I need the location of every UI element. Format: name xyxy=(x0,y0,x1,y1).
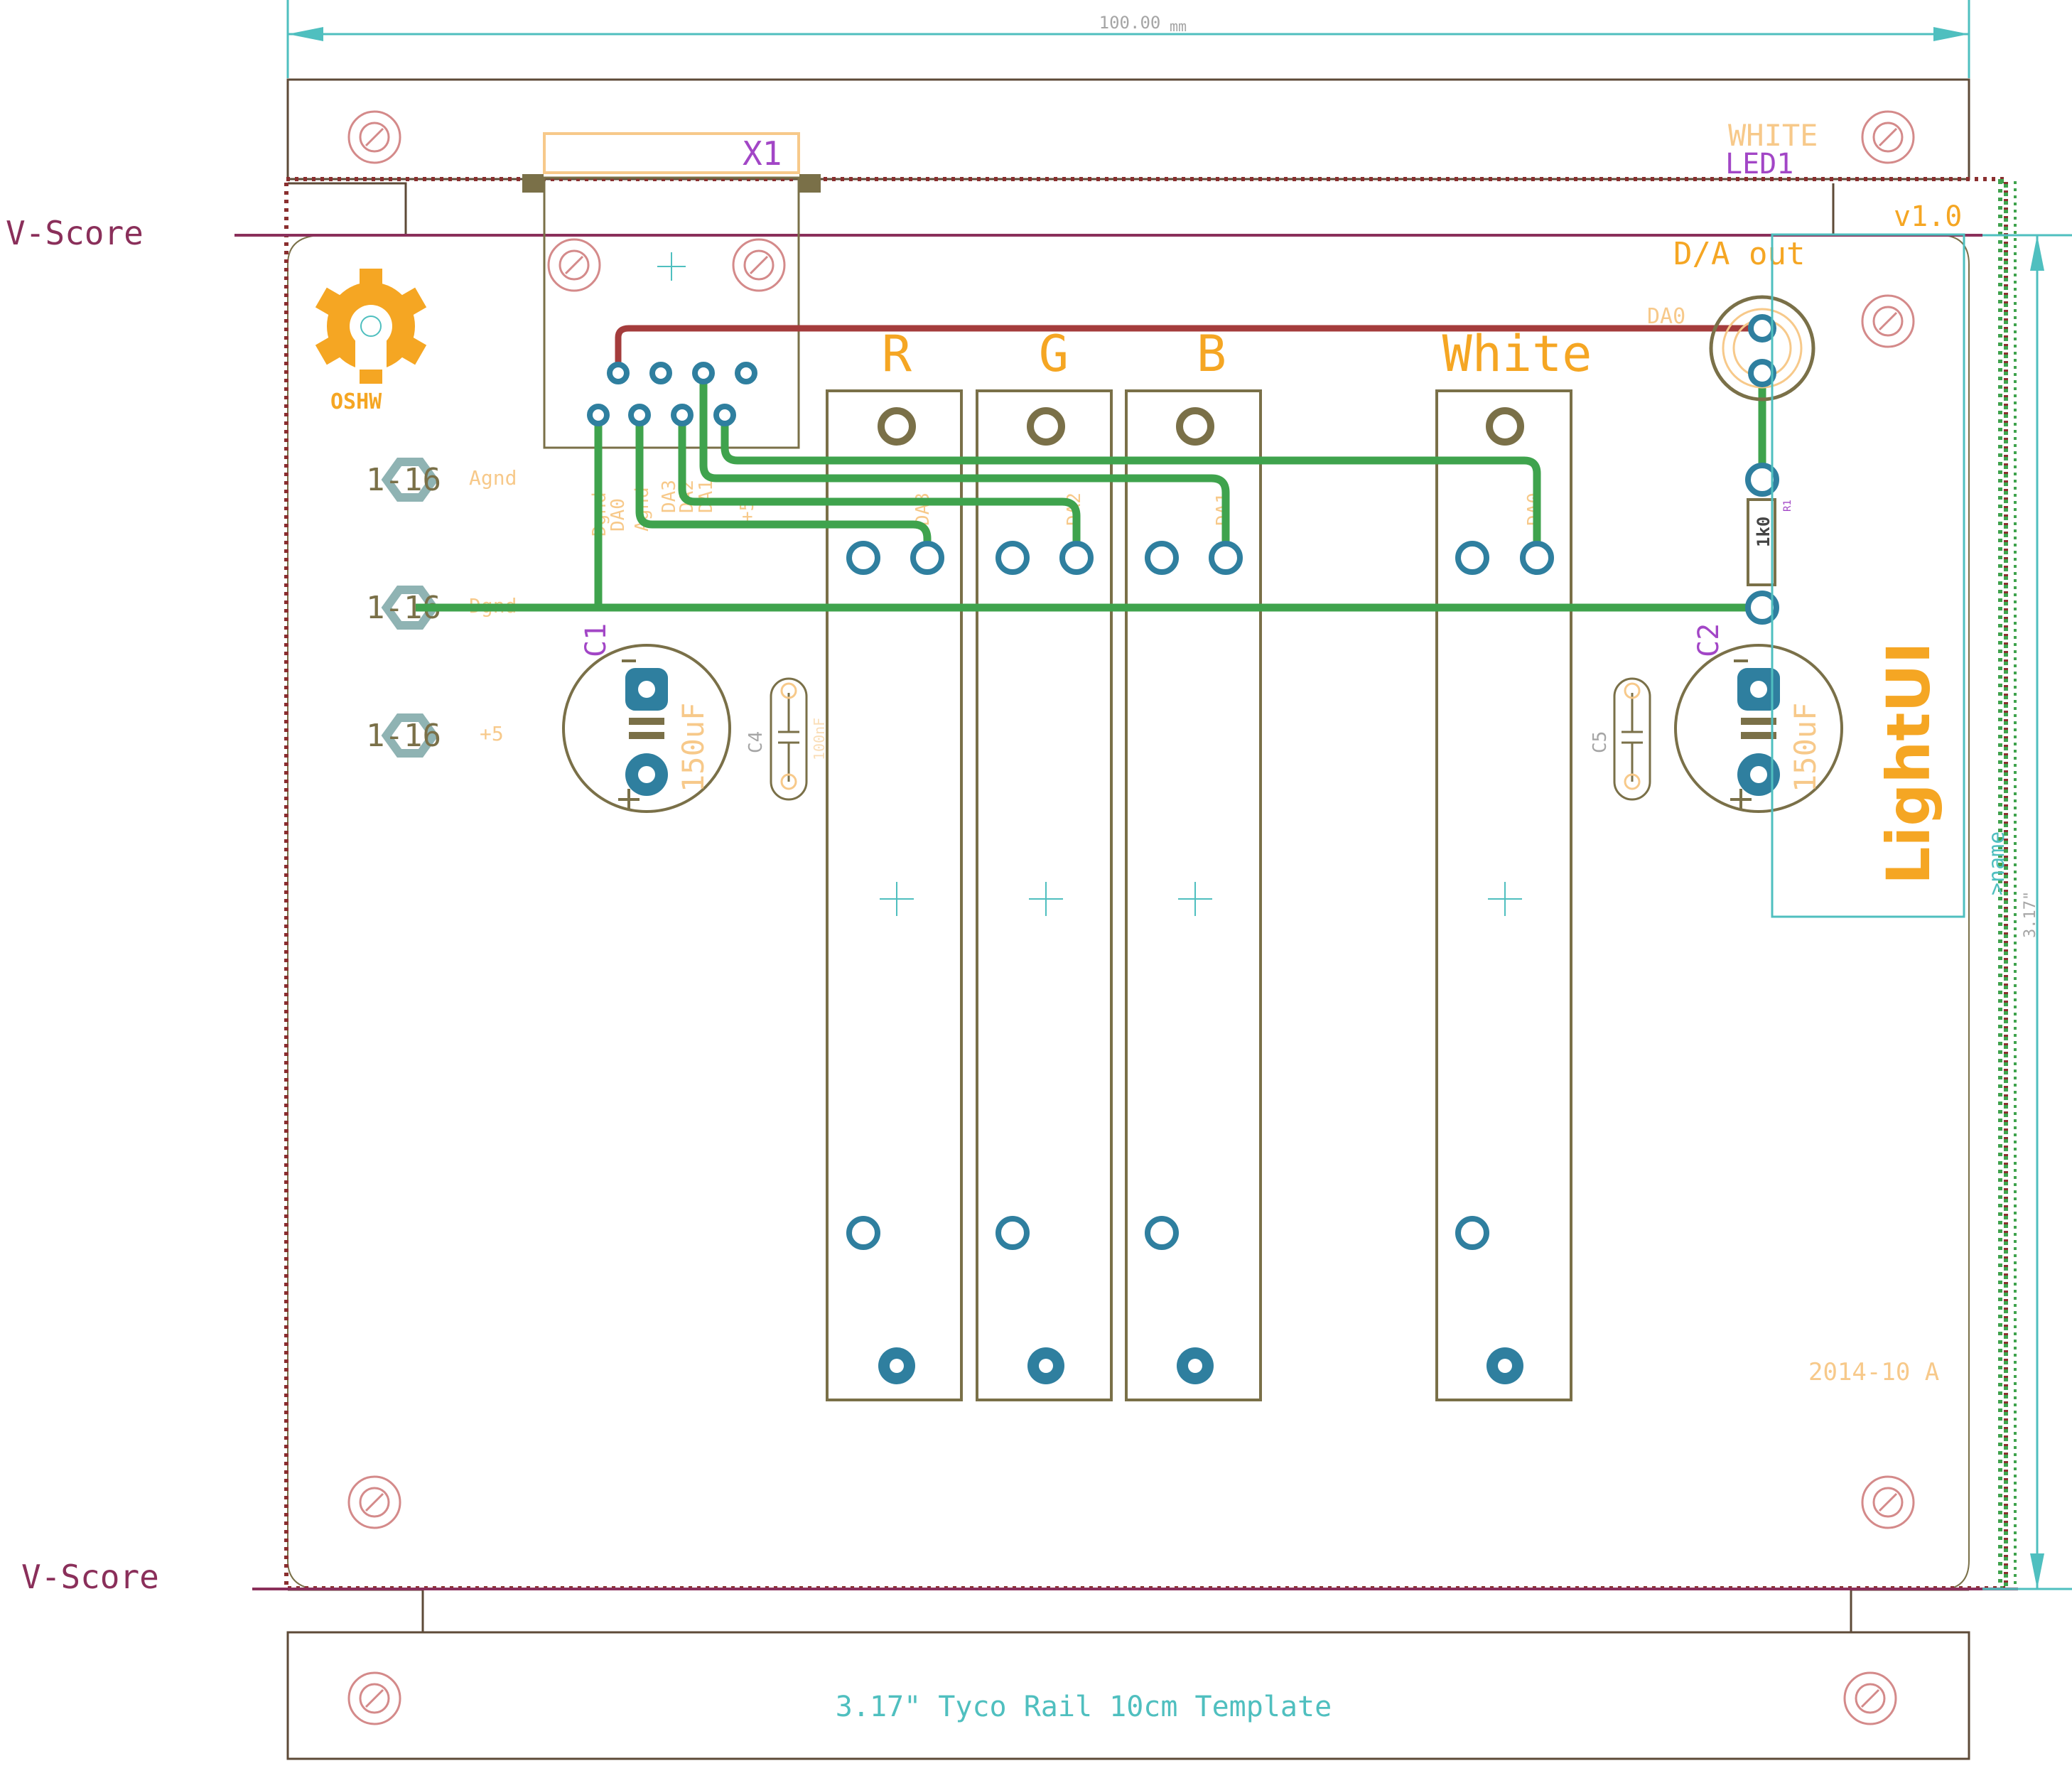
channel-label-r: R xyxy=(882,325,912,383)
c1-name: C1 xyxy=(580,623,613,657)
version-label: v1.0 xyxy=(1894,200,1962,233)
mounting-hole-icon xyxy=(1843,1671,1897,1725)
name-box xyxy=(1771,233,1965,918)
led-value: WHITE xyxy=(1728,118,1818,153)
c5-name: C5 xyxy=(1590,731,1611,753)
channel-rails xyxy=(826,389,1572,1401)
pin-label: DA0 xyxy=(608,498,629,532)
rail-top-holes xyxy=(878,407,1524,446)
width-dimension-label: 100.00 xyxy=(1099,13,1161,33)
channel-label-b: B xyxy=(1197,325,1226,383)
terminal-plus5: 1-16 +5 xyxy=(366,713,504,758)
capacitor-c4 xyxy=(770,677,808,801)
pin-label: DA1 xyxy=(696,480,717,513)
da-out-connector xyxy=(1709,295,1815,402)
lightui-label: LightUI xyxy=(1874,642,1943,885)
width-dimension xyxy=(286,0,1970,78)
oshw-label: OSHW xyxy=(330,389,382,414)
header-x1 xyxy=(522,132,821,449)
capacitor-c5 xyxy=(1613,677,1651,801)
resistor-r1 xyxy=(1745,463,1779,625)
c1-value: 150uF xyxy=(676,703,711,792)
mounting-hole-icon xyxy=(732,238,786,292)
oshw-gear-icon xyxy=(315,269,427,384)
da0-label: DA0 xyxy=(1647,304,1685,329)
channel-label-g: G xyxy=(1039,325,1069,383)
mounting-hole-icon xyxy=(347,1671,401,1725)
mounting-hole-icon xyxy=(1861,294,1915,348)
vscore-top-label: V-Score xyxy=(6,214,144,252)
mounting-holes xyxy=(347,110,1915,1725)
terminal-net: +5 xyxy=(480,722,504,745)
name-placeholder: >name xyxy=(1985,831,2009,895)
pin-label: DA3 xyxy=(659,480,680,513)
led-name: LED1 xyxy=(1725,148,1793,181)
c2-name: C2 xyxy=(1693,623,1725,657)
date-rev-label: 2014-10 A xyxy=(1808,1358,1939,1386)
c4-name: C4 xyxy=(745,731,767,753)
x1-name: X1 xyxy=(743,134,782,173)
mounting-hole-icon xyxy=(1861,110,1915,164)
capacitor-c1 xyxy=(562,644,731,813)
capacitor-c2 xyxy=(1674,644,1843,813)
height-dimension-label: 3.17" xyxy=(2022,891,2039,938)
mounting-hole-icon xyxy=(347,110,401,164)
c4-value: 100nF xyxy=(811,718,828,760)
mounting-hole-icon xyxy=(547,238,601,292)
terminal-part: 1-16 xyxy=(366,718,441,754)
r1-name: R1 xyxy=(1782,500,1793,512)
vscore-bottom-label: V-Score xyxy=(21,1558,159,1596)
rail-pads xyxy=(846,541,1554,1250)
channel-label-white: White xyxy=(1442,325,1592,383)
mounting-hole-icon xyxy=(1861,1475,1915,1529)
header-pads xyxy=(587,362,757,426)
template-caption: 3.17" Tyco Rail 10cm Template xyxy=(836,1691,1332,1723)
terminal-agnd: 1-16 Agnd xyxy=(366,458,517,502)
rail-center-marks xyxy=(880,882,1522,916)
terminal-net: Agnd xyxy=(469,466,517,490)
width-dimension-unit: mm xyxy=(1170,18,1187,35)
r1-value: 1k0 xyxy=(1754,517,1774,547)
trace-da0-bottom xyxy=(615,325,1755,373)
traces-top xyxy=(416,373,1766,612)
da-out-label: D/A out xyxy=(1673,236,1805,272)
mounting-hole-icon xyxy=(347,1475,401,1529)
terminal-part: 1-16 xyxy=(366,462,441,498)
c2-value: 150uF xyxy=(1788,703,1823,792)
height-dimension xyxy=(1982,234,2072,1590)
